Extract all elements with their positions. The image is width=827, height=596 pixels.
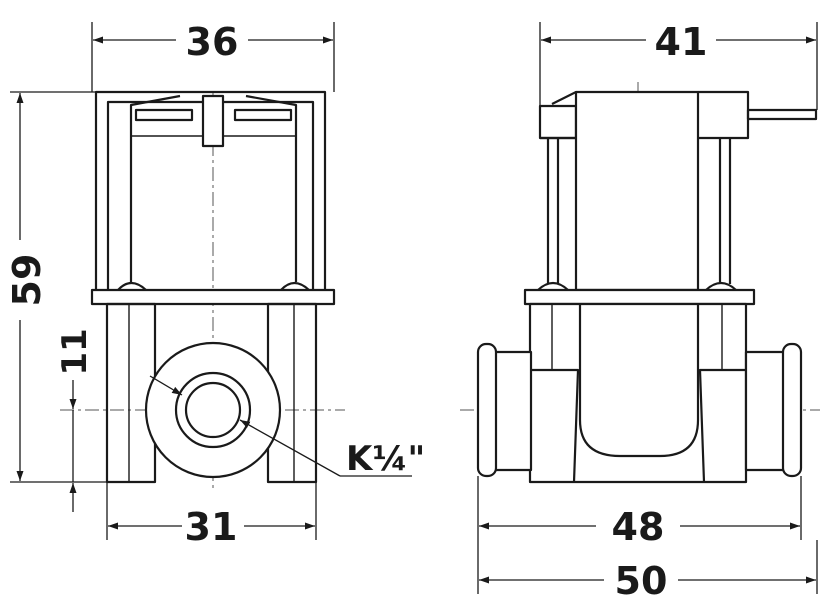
- port-outer-ring: [174, 371, 252, 449]
- outlet-stub: [744, 350, 786, 472]
- thread-leader-inner: [149, 375, 183, 396]
- dim-59-label: 59: [5, 254, 49, 307]
- thread-label: K¼": [346, 439, 425, 479]
- side-view: 41 48 50: [460, 20, 820, 596]
- coil-frame-outer: [94, 90, 327, 290]
- dim-36-label: 36: [186, 20, 239, 64]
- side-rivet-left: [537, 281, 569, 291]
- side-rivet-right: [705, 281, 737, 291]
- side-base-plate: [523, 288, 756, 306]
- dim-48-label: 48: [612, 505, 665, 549]
- outlet-flange: [781, 342, 803, 478]
- terminal-slot-left: [134, 108, 194, 122]
- center-terminal-tab: [201, 94, 225, 148]
- dim-11-label: 11: [55, 328, 95, 375]
- armature-tube: [578, 304, 700, 458]
- inlet-stub: [493, 350, 533, 472]
- dim-41-label: 41: [655, 20, 708, 64]
- connector-block: [538, 104, 578, 140]
- rivet-left: [117, 281, 147, 291]
- body-right-wall: [698, 368, 746, 483]
- front-view: K¼" 36 59 11 31: [5, 20, 425, 549]
- port-bore: [184, 381, 242, 439]
- rivet-right: [280, 281, 310, 291]
- coil-strap: [129, 94, 298, 282]
- dim-31-label: 31: [185, 505, 238, 549]
- terminal-lead: [746, 108, 818, 121]
- base-plate: [90, 288, 336, 306]
- dim-50-label: 50: [615, 559, 668, 596]
- coil-housing: [574, 90, 700, 292]
- body-left-wall: [530, 368, 580, 483]
- thread-leader-outer: [239, 419, 341, 477]
- terminal-slot-right: [233, 108, 293, 122]
- inlet-flange: [476, 342, 498, 478]
- port-flange: [144, 341, 282, 479]
